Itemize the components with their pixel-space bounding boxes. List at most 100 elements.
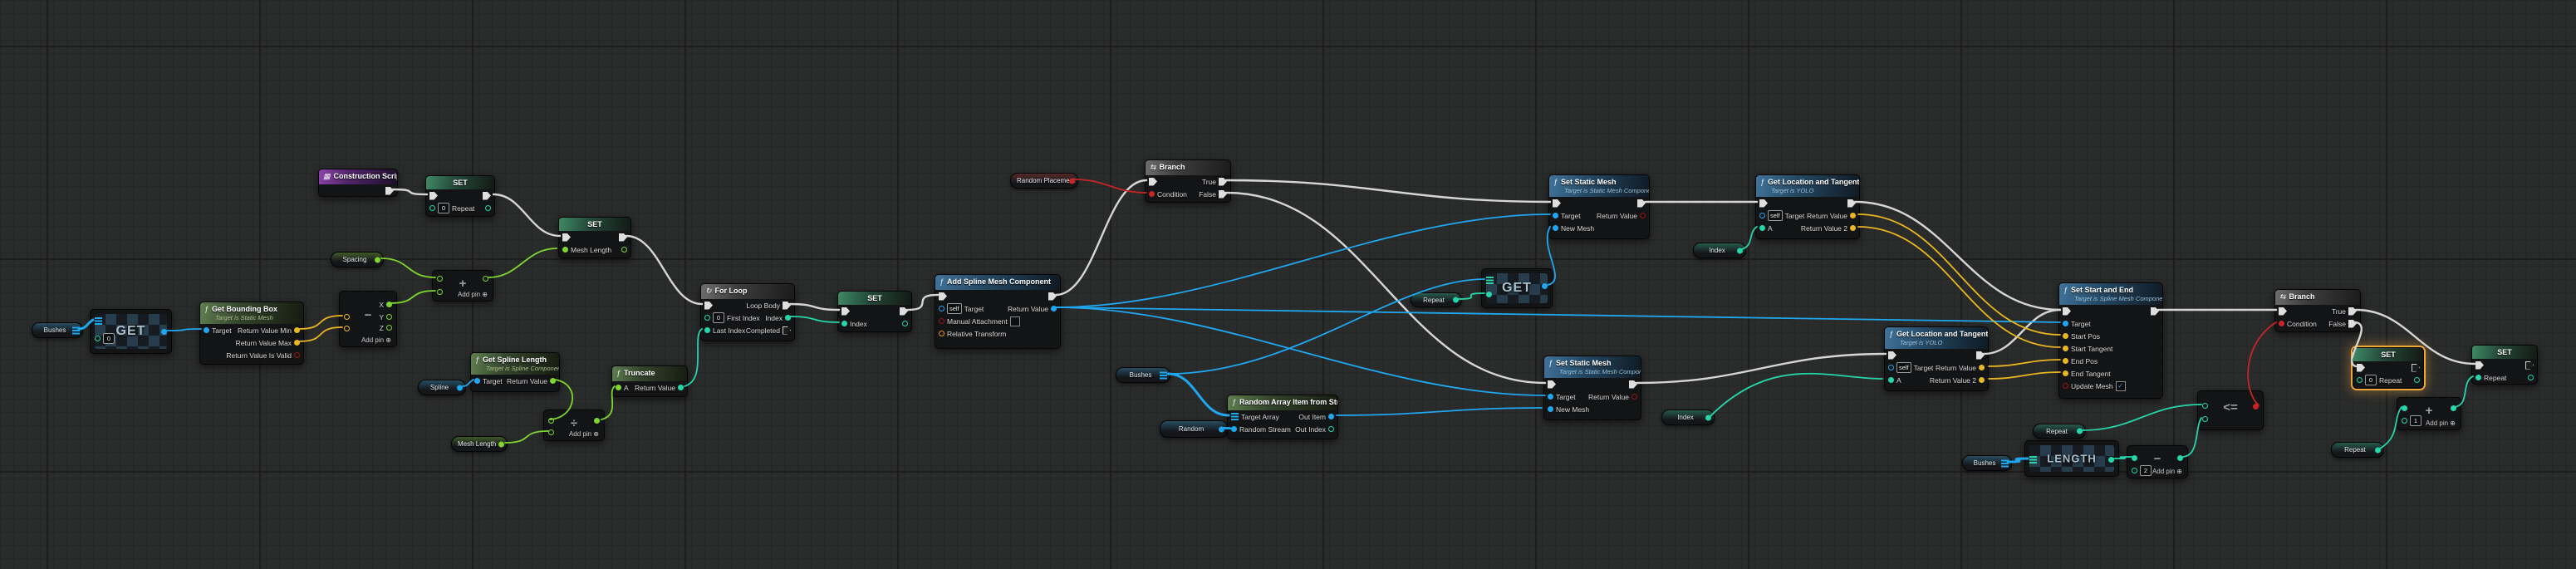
pill-random[interactable]: Random — [1160, 420, 1228, 438]
pill-repeat-3-pin[interactable] — [2375, 447, 2381, 453]
branch-2-pin-condition[interactable] — [2279, 321, 2284, 326]
add-spline-mesh-component-pin[interactable] — [1048, 292, 1057, 301]
less-equal[interactable]: <= — [2197, 390, 2264, 430]
get-bounding-box-pin-return-value-is-valid[interactable] — [294, 352, 300, 358]
add-pin-button[interactable]: Add pin ⊕ — [2152, 468, 2182, 475]
divide-1-pin[interactable] — [594, 418, 600, 424]
set-static-mesh-2-pin[interactable] — [1629, 380, 1637, 389]
set-index-pin[interactable] — [900, 307, 908, 316]
set-static-mesh-1-pin-new-mesh[interactable] — [1553, 225, 1558, 231]
get-location-and-tangent-2-pin[interactable] — [1888, 351, 1896, 360]
add-2-pin[interactable] — [2402, 418, 2407, 424]
add-2-pin[interactable] — [2402, 405, 2407, 411]
get-location-and-tangent-1-pin-return-value[interactable] — [1850, 213, 1856, 218]
add-1-pin[interactable] — [437, 289, 443, 295]
set-static-mesh-2-pin-target[interactable] — [1548, 394, 1553, 400]
pill-bushes-2-pin[interactable] — [1160, 371, 1167, 379]
set-mesh-length-pin-mesh-length[interactable] — [562, 247, 568, 253]
add-spline-mesh-component-pin-relative-transform[interactable] — [939, 331, 945, 336]
branch-1-pin-condition[interactable] — [1149, 191, 1155, 197]
pill-random-placement[interactable]: Random Placement — [1010, 173, 1078, 189]
random-array-item-from-stream-pin-out-index[interactable] — [1328, 426, 1334, 432]
set-repeat-1-pin[interactable] — [429, 191, 438, 200]
pill-bushes-1[interactable]: Bushes — [32, 322, 83, 338]
pill-bushes-2[interactable]: Bushes — [1116, 367, 1170, 383]
random-array-item-from-stream-pin-random-stream[interactable] — [1231, 426, 1237, 432]
pill-spacing-pin[interactable] — [375, 257, 380, 262]
branch-2-pin[interactable] — [2279, 307, 2287, 316]
pill-repeat-1[interactable]: Repeat — [1411, 292, 1462, 307]
get-location-and-tangent-1-pin[interactable] — [1847, 199, 1856, 208]
branch-2-pin-false[interactable] — [2348, 319, 2357, 328]
add-1[interactable]: +Add pin ⊕ — [432, 270, 493, 302]
add-1-pin[interactable] — [437, 276, 443, 282]
set-mesh-length-pin[interactable] — [621, 247, 627, 253]
branch-1-header[interactable]: ⇆Branch — [1146, 160, 1230, 175]
add-pin-button[interactable]: Add pin ⊕ — [2425, 419, 2456, 427]
get-bounding-box-pin-return-value-min[interactable] — [294, 327, 300, 333]
divide-1[interactable]: ÷Add pin ⊕ — [543, 410, 605, 441]
pill-repeat-3[interactable]: Repeat — [2331, 442, 2384, 458]
pill-spline[interactable]: Spline — [418, 380, 466, 395]
set-repeat-3-header[interactable]: SET — [2472, 346, 2537, 359]
subtract-1-pin[interactable] — [344, 326, 350, 331]
get-array-1-pin[interactable] — [161, 329, 167, 335]
subtract-2-pin[interactable] — [2132, 455, 2137, 461]
pill-bushes-1-pin[interactable] — [72, 326, 80, 334]
for-loop-pin-last-index[interactable] — [704, 327, 710, 333]
pill-spacing[interactable]: Spacing — [331, 252, 384, 267]
get-array-1-pin[interactable] — [95, 336, 101, 341]
set-repeat-2-selected-pin-repeat[interactable] — [2357, 377, 2363, 383]
set-start-and-end-pin[interactable] — [2151, 307, 2159, 316]
set-mesh-length-header[interactable]: SET — [559, 218, 631, 231]
pill-random-pin[interactable] — [1219, 426, 1224, 432]
literal-value[interactable]: 0 — [103, 333, 115, 344]
get-location-and-tangent-2-pin[interactable] — [1976, 351, 1985, 360]
set-static-mesh-1-pin[interactable] — [1553, 199, 1561, 208]
subtract-1-pin-x[interactable] — [386, 302, 392, 307]
for-loop-pin-first-index[interactable] — [704, 315, 710, 321]
get-location-and-tangent-1-pin-return-value-2[interactable] — [1850, 225, 1856, 231]
set-index-header[interactable]: SET — [838, 292, 911, 305]
set-index-pin[interactable] — [841, 307, 850, 316]
branch-1-pin[interactable] — [1149, 177, 1157, 186]
literal-value[interactable]: self — [947, 303, 962, 314]
pill-index-2[interactable]: Index — [1661, 410, 1715, 425]
get-location-and-tangent-2-pin-return-value-2[interactable] — [1979, 377, 1985, 383]
set-repeat-3-pin[interactable] — [2475, 361, 2484, 370]
pill-bushes-3-pin[interactable] — [2001, 459, 2009, 467]
set-repeat-2-selected-header[interactable]: SET — [2353, 348, 2423, 361]
set-static-mesh-1-pin-return-value[interactable] — [1640, 213, 1646, 218]
subtract-2-pin[interactable] — [2177, 455, 2183, 461]
for-loop-header[interactable]: ↻For Loop — [701, 284, 794, 299]
add-1-pin[interactable] — [483, 276, 488, 282]
set-repeat-1-pin[interactable] — [483, 191, 491, 200]
checkbox-checked[interactable]: ✓ — [2115, 380, 2126, 391]
for-loop-pin-completed[interactable] — [783, 326, 791, 335]
get-array-2[interactable]: GET — [1481, 268, 1553, 308]
pill-random-placement-pin[interactable] — [1069, 178, 1075, 184]
subtract-1-pin-z[interactable] — [386, 325, 392, 331]
literal-value[interactable]: 2 — [2140, 465, 2152, 476]
literal-value[interactable]: self — [1768, 210, 1783, 221]
add-spline-mesh-component-pin-return-value[interactable] — [1051, 306, 1057, 311]
for-loop-pin-loop-body[interactable] — [783, 301, 791, 310]
literal-value[interactable]: 0 — [2365, 375, 2377, 385]
pill-index-2-pin[interactable] — [1705, 414, 1711, 420]
set-repeat-3-pin[interactable] — [2528, 375, 2534, 380]
